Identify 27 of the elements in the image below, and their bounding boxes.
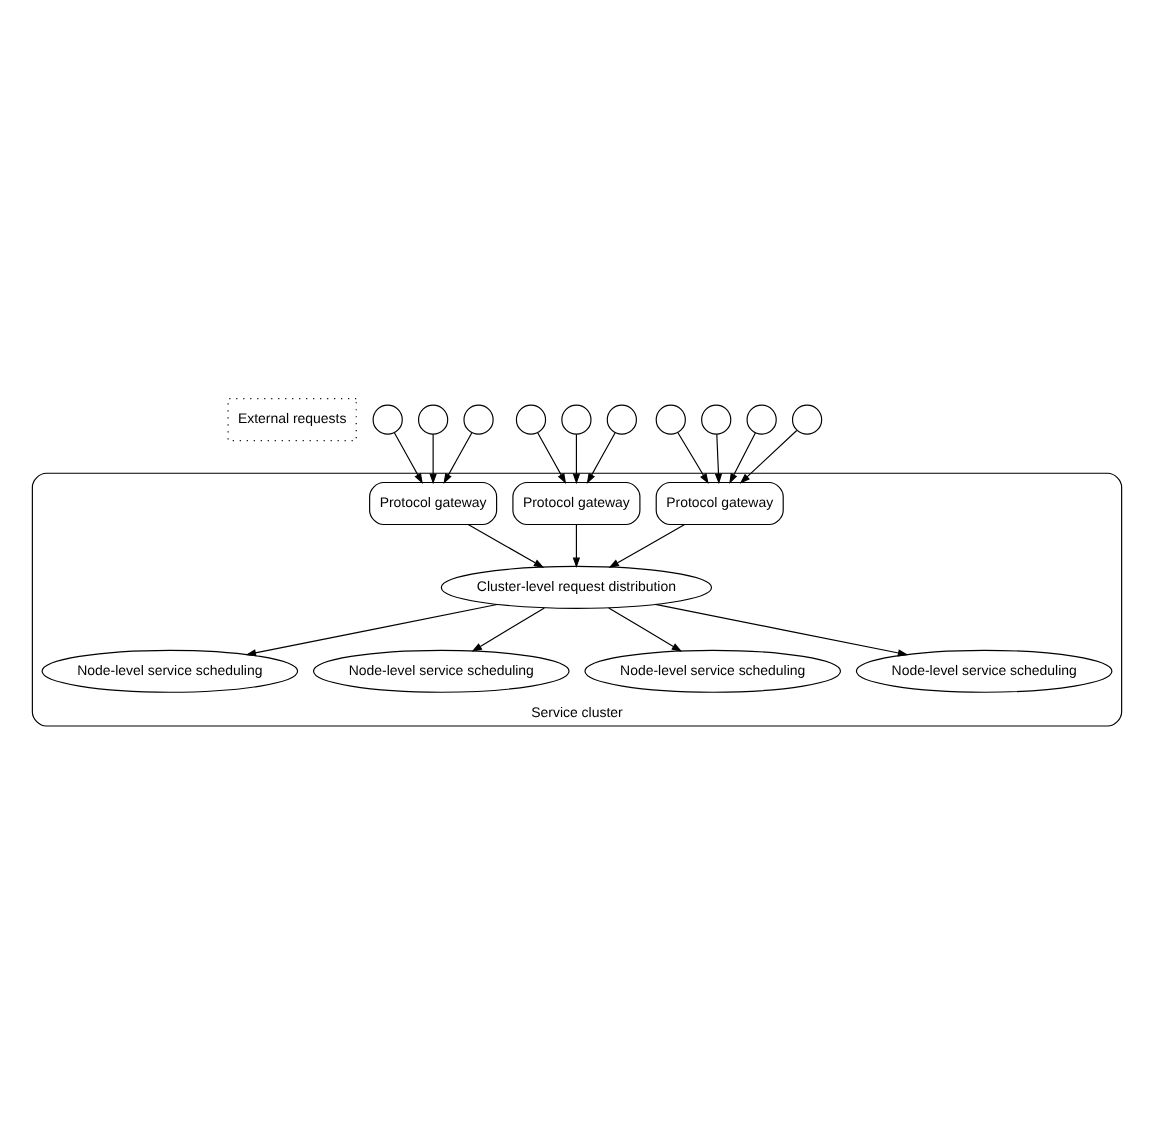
arrow <box>608 524 686 568</box>
arrow <box>393 432 423 484</box>
arrow <box>537 432 567 484</box>
arrow <box>677 431 709 484</box>
arrow <box>572 524 581 569</box>
arrow <box>608 607 683 652</box>
node-circle <box>701 404 732 435</box>
node-circle <box>655 404 686 435</box>
node-circle <box>372 404 403 435</box>
arrow <box>471 607 545 652</box>
node-circle <box>463 404 494 435</box>
arrow <box>245 603 498 657</box>
node-circle <box>791 404 823 435</box>
node-circle <box>606 404 637 435</box>
arrow <box>467 524 545 568</box>
arrow <box>739 429 798 484</box>
arrow <box>714 433 723 485</box>
node-circle <box>746 404 777 435</box>
arrow <box>429 433 437 485</box>
arrow <box>572 433 581 485</box>
arrow <box>729 432 757 484</box>
arrow <box>586 432 616 484</box>
arrow <box>654 603 909 657</box>
arrow <box>443 432 473 484</box>
node-circle <box>561 404 592 435</box>
node-circle <box>418 404 449 435</box>
node-circle <box>515 404 547 435</box>
